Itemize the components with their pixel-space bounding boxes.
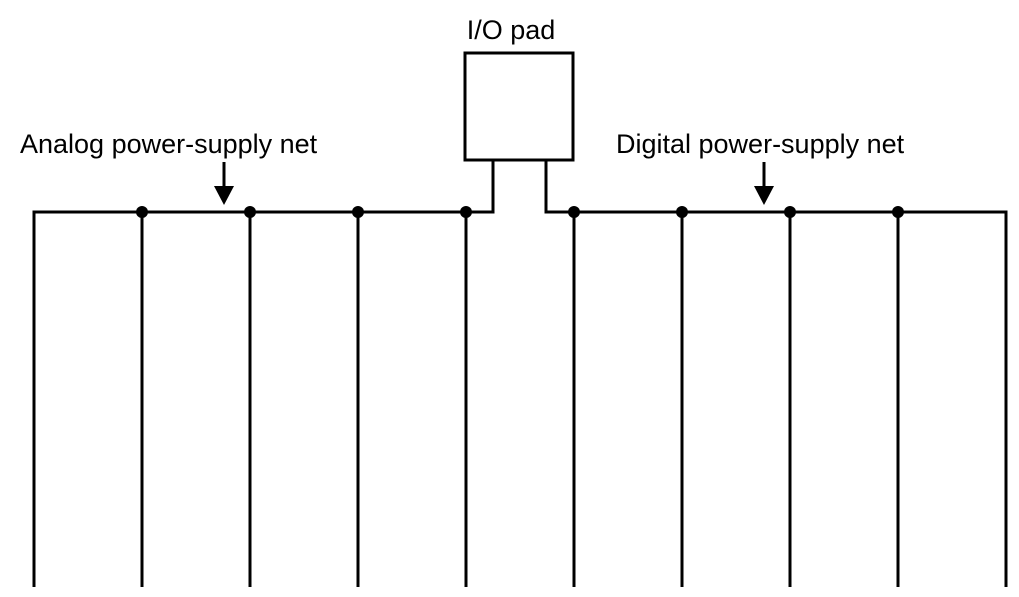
analog-net-label: Analog power-supply net	[20, 129, 318, 159]
analog-junction-1	[136, 206, 148, 218]
analog-junction-4	[460, 206, 472, 218]
pad-label: I/O pad	[467, 15, 556, 45]
analog-bus	[32, 160, 495, 587]
digital-arrow-head	[754, 186, 774, 205]
analog-arrow-head	[214, 186, 234, 205]
digital-junction-2	[676, 206, 688, 218]
io-pad-box	[463, 51, 575, 162]
digital-net-label: Digital power-supply net	[616, 129, 905, 159]
digital-junction-4	[892, 206, 904, 218]
digital-junction-3	[784, 206, 796, 218]
digital-junction-1	[568, 206, 580, 218]
analog-junction-2	[244, 206, 256, 218]
digital-bus	[544, 160, 1008, 587]
analog-junction-3	[352, 206, 364, 218]
